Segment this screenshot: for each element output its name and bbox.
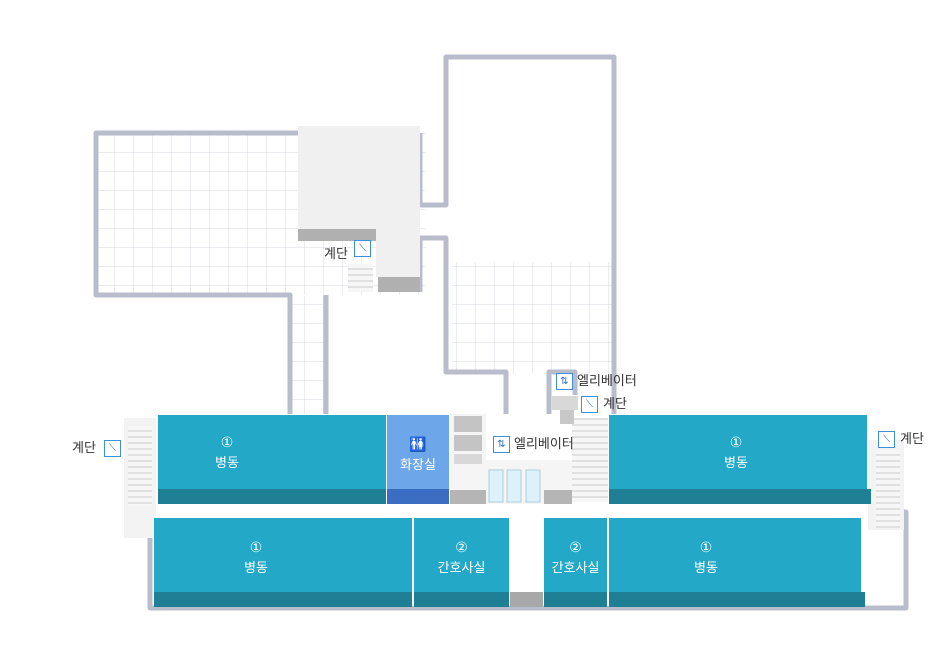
service-box-2 — [454, 435, 482, 451]
ward-top-left-room-strip — [158, 489, 386, 504]
room-name: 병동 — [724, 456, 748, 471]
stairs-steps-mid — [572, 418, 608, 502]
service-bar — [450, 490, 486, 504]
service-box-3 — [454, 454, 482, 464]
room-name: 병동 — [215, 456, 239, 471]
room-name: 간호사실 — [437, 561, 486, 576]
room-name: 화장실 — [400, 458, 436, 473]
stairs-icon: ⟍ — [354, 240, 371, 257]
nurse-right-label: ② 간호사실 — [544, 539, 607, 578]
restroom-label: 🚻 화장실 — [388, 436, 448, 475]
ward-bottom-right-room[interactable] — [609, 518, 861, 592]
stairs-steps-top — [348, 264, 373, 292]
stairs-label-left: 계단 — [72, 441, 96, 456]
ward-top-left-label: ① 병동 — [197, 434, 257, 473]
room-number: ① — [249, 540, 263, 556]
elevator-box-top-2 — [560, 410, 574, 424]
grid-area-corridor — [292, 296, 326, 414]
elevator-shaft-3 — [525, 469, 541, 503]
ward-bottom-left-label: ① 병동 — [226, 539, 286, 578]
ward-top-left-room[interactable] — [158, 415, 386, 489]
room-name: 병동 — [244, 561, 268, 576]
room-number: ① — [729, 435, 743, 451]
service-block-bar — [298, 229, 376, 241]
stairs-icon: ⟍ — [581, 396, 598, 413]
elevator-icon: ⇅ — [556, 373, 573, 390]
room-name: 간호사실 — [551, 561, 600, 576]
nurse-left-room-strip — [414, 592, 509, 607]
room-name: 병동 — [694, 561, 718, 576]
restroom-room[interactable] — [387, 415, 449, 489]
ward-top-right-room-strip — [609, 489, 871, 504]
restroom-room-strip — [387, 489, 449, 504]
ward-bottom-right-label: ① 병동 — [676, 539, 736, 578]
ward-bottom-left-room-strip — [154, 592, 412, 607]
service-block-bar-2 — [378, 277, 420, 292]
stairs-label-top: 계단 — [324, 247, 348, 262]
grid-area-right-tower — [452, 262, 612, 374]
restroom-icon: 🚻 — [409, 437, 427, 453]
stairs-label-right: 계단 — [900, 432, 924, 447]
elevator-label-mid: 엘리베이터 — [514, 437, 574, 452]
nurse-left-label: ② 간호사실 — [414, 539, 509, 578]
stairs-steps-right-lines — [876, 450, 900, 528]
service-box-1 — [454, 416, 482, 432]
room-number: ① — [699, 540, 713, 556]
ward-bottom-right-room-strip — [609, 592, 865, 607]
nurse-left-room[interactable] — [414, 518, 509, 592]
elevator-bar — [544, 490, 572, 504]
elevator-box-top — [552, 396, 578, 410]
ward-top-right-room[interactable] — [609, 415, 867, 489]
nurse-right-room-strip — [544, 592, 607, 607]
stairs-steps-left-lines — [128, 426, 152, 506]
elevator-shaft-1 — [488, 469, 504, 503]
ward-bottom-left-room[interactable] — [154, 518, 412, 592]
elevator-shaft-2 — [506, 469, 522, 503]
service-block — [298, 126, 420, 229]
elevator-label-top: 엘리베이터 — [577, 374, 637, 389]
elevator-icon: ⇅ — [493, 436, 510, 453]
center-corridor-bar — [510, 592, 543, 607]
room-number: ① — [220, 435, 234, 451]
service-block-lower — [376, 229, 420, 277]
stairs-icon: ⟍ — [104, 440, 121, 457]
nurse-right-room[interactable] — [544, 518, 607, 592]
room-number: ② — [569, 540, 582, 556]
ward-top-right-label: ① 병동 — [706, 434, 766, 473]
stairs-icon: ⟍ — [878, 431, 895, 448]
room-number: ② — [455, 540, 468, 556]
stairs-label-mid: 계단 — [603, 397, 627, 412]
